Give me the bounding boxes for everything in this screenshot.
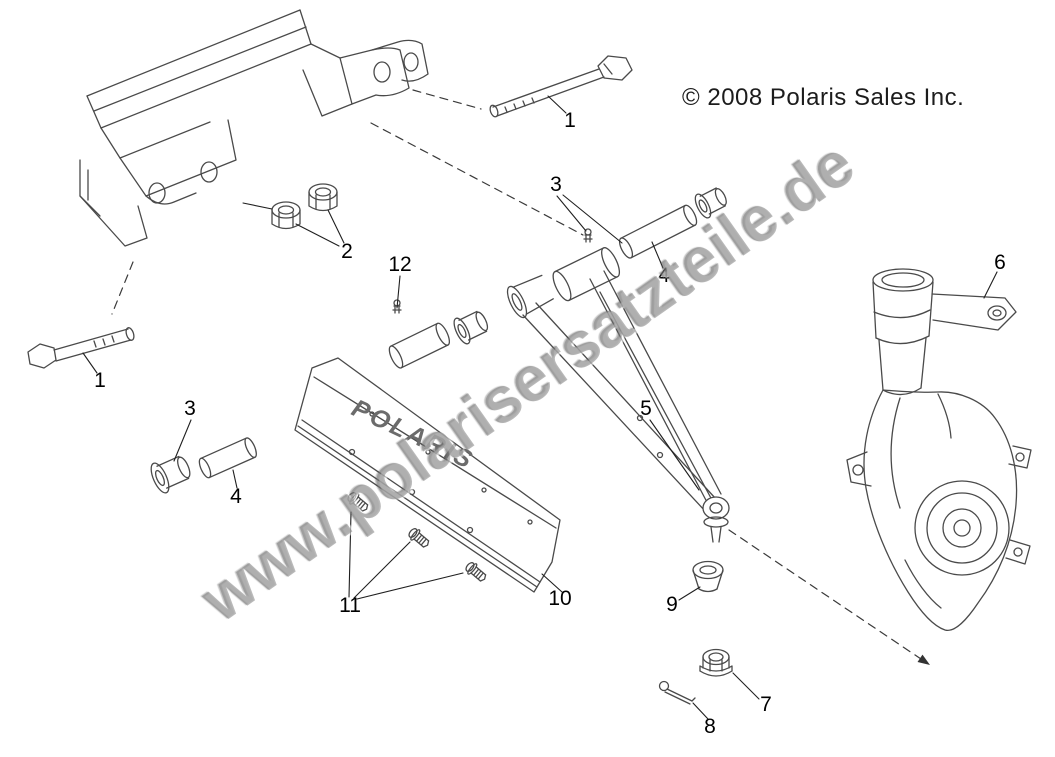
callout-6: 6 [994, 251, 1006, 274]
flange-nuts [271, 183, 338, 230]
ball-joint [702, 496, 730, 543]
callout-4-left: 4 [230, 485, 242, 508]
sleeve-top [618, 204, 698, 259]
grease-fitting-top [583, 228, 593, 243]
bushing-left [150, 455, 191, 494]
alignment-dashed-lines [111, 89, 922, 660]
arrowhead [917, 654, 930, 665]
callout-2: 2 [341, 240, 353, 263]
callout-4-top: 4 [658, 264, 670, 287]
screw-1 [347, 492, 369, 512]
bolt-left [27, 327, 135, 369]
callout-7: 7 [760, 693, 772, 716]
callout-8: 8 [704, 715, 716, 738]
callout-10: 10 [548, 587, 572, 610]
a-arm [522, 270, 722, 513]
callout-9: 9 [666, 593, 678, 616]
callout-12: 12 [388, 253, 412, 276]
frame-sketch [79, 9, 429, 247]
dust-cap [692, 560, 724, 593]
arm-front-collar [506, 274, 554, 319]
screw-2 [408, 528, 430, 548]
callout-3-left: 3 [184, 397, 196, 420]
arm-rear-collar [552, 247, 621, 302]
bushing-top [694, 187, 727, 219]
screw-3 [465, 562, 487, 582]
sleeve-left [198, 437, 257, 479]
callout-5: 5 [640, 397, 652, 420]
steering-knuckle [846, 268, 1032, 631]
cotter-pin [658, 680, 696, 705]
callout-11: 11 [339, 594, 361, 617]
guard-plate [294, 357, 561, 593]
callout-1-left: 1 [94, 369, 106, 392]
bolt-top [489, 55, 633, 118]
copyright-text: © 2008 Polaris Sales Inc. [682, 84, 965, 111]
leader-lines [82, 95, 998, 720]
callout-1-top: 1 [564, 109, 576, 132]
pivot-tube-front [388, 322, 451, 369]
stud-nut [699, 648, 733, 677]
bushing-front [453, 310, 489, 345]
callout-3-top: 3 [550, 173, 562, 196]
